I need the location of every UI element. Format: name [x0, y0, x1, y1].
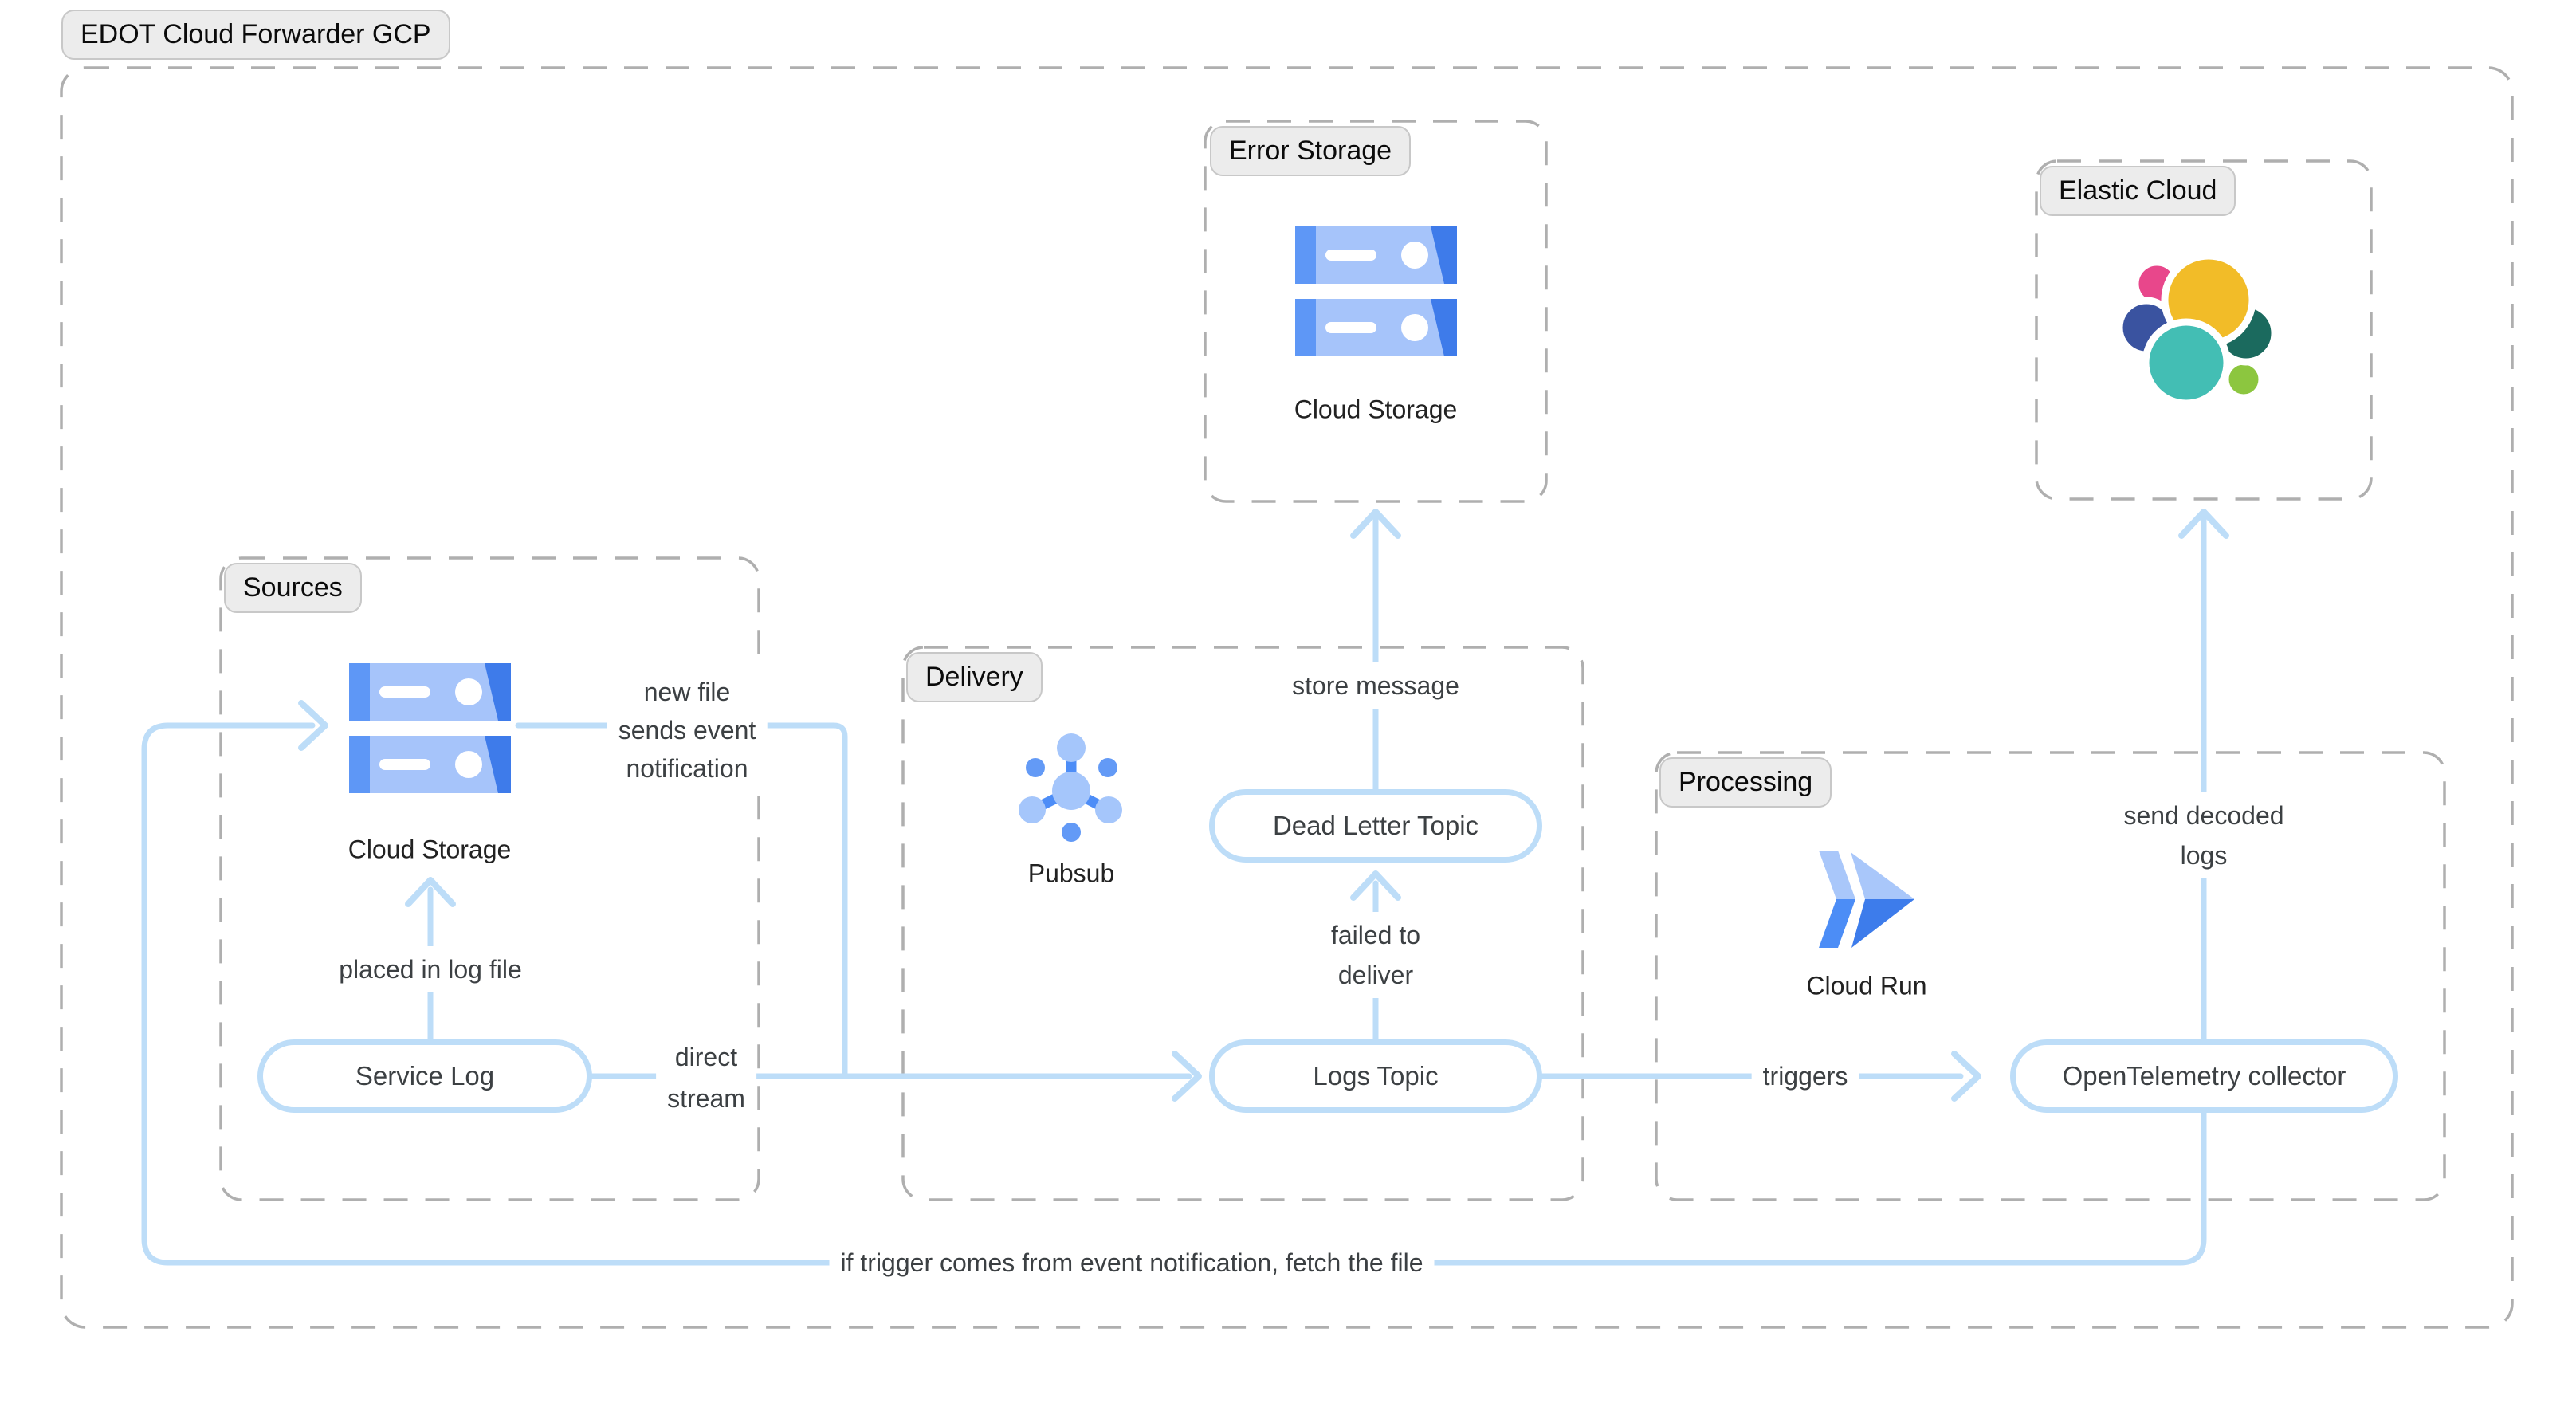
diagram-title: EDOT Cloud Forwarder GCP: [61, 10, 450, 60]
edge-fetch-file-line: [141, 722, 2207, 1266]
edge-label-placed-in-log-file: placed in log file: [328, 946, 533, 992]
arrowhead-into-cloud-storage: [405, 877, 456, 907]
service-log-node: Service Log: [257, 1039, 592, 1113]
sources-group-border: [219, 556, 760, 1201]
cloud-storage-icon: [1295, 226, 1457, 360]
edge-label-send-decoded-logs: send decoded logs: [2112, 792, 2295, 878]
cloud-run-caption: Cloud Run: [1806, 971, 1927, 1000]
cloud-storage-icon: [349, 663, 511, 797]
edge-label-line: deliver: [1337, 961, 1414, 989]
edge-label-event-notification: new file sends event notification: [607, 670, 768, 791]
dead-letter-topic-node: Dead Letter Topic: [1209, 789, 1542, 863]
edge-label-store-message: store message: [1281, 662, 1471, 709]
edge-label-line: failed to: [1330, 921, 1421, 949]
edge-label-line: direct: [674, 1043, 738, 1071]
otel-collector-node: OpenTelemetry collector: [2010, 1039, 2398, 1113]
error-cloud-storage-caption: Cloud Storage: [1294, 395, 1458, 424]
edge-label-line: send decoded: [2123, 801, 2284, 830]
edge-label-line: logs: [2180, 841, 2228, 870]
cloud-run-icon: [1817, 841, 1916, 955]
arrowhead-into-logs-topic: [1172, 1051, 1202, 1102]
logs-topic-node: Logs Topic: [1209, 1039, 1542, 1113]
delivery-group-label: Delivery: [906, 652, 1043, 702]
elastic-logo: [2115, 249, 2283, 416]
edge-label-line: sends event: [618, 716, 756, 745]
elastic-cloud-group-border: [2035, 159, 2373, 501]
elastic-cloud-group-label: Elastic Cloud: [2040, 166, 2236, 216]
edge-label-direct-stream: direct stream: [656, 1033, 756, 1122]
edge-event-notification-line: [515, 722, 848, 1079]
error-storage-group-border: [1204, 120, 1548, 503]
pubsub-caption: Pubsub: [1027, 859, 1115, 888]
edge-label-failed-to-deliver: failed to deliver: [1319, 912, 1432, 998]
arrowhead-into-sources-storage: [298, 700, 328, 751]
edge-label-line: new file: [643, 678, 731, 706]
edge-label-fetch-file: if trigger comes from event notification…: [829, 1240, 1435, 1286]
arrowhead-into-collector: [1951, 1051, 1981, 1102]
sources-cloud-storage-caption: Cloud Storage: [348, 835, 512, 864]
arrowhead-into-elastic: [2178, 509, 2229, 539]
error-storage-group-label: Error Storage: [1210, 126, 1412, 176]
arrowhead-into-dead-letter: [1350, 870, 1401, 901]
processing-group-label: Processing: [1659, 757, 1832, 808]
sources-group-label: Sources: [224, 563, 362, 613]
delivery-group-border: [901, 646, 1584, 1201]
arrowhead-into-error-storage: [1350, 509, 1401, 539]
pubsub-icon: [1003, 723, 1139, 863]
edge-label-triggers: triggers: [1751, 1053, 1859, 1099]
edge-label-line: notification: [626, 754, 748, 783]
edge-label-line: stream: [667, 1084, 745, 1113]
processing-group-border: [1655, 751, 2446, 1201]
outer-group-border: [60, 66, 2514, 1329]
